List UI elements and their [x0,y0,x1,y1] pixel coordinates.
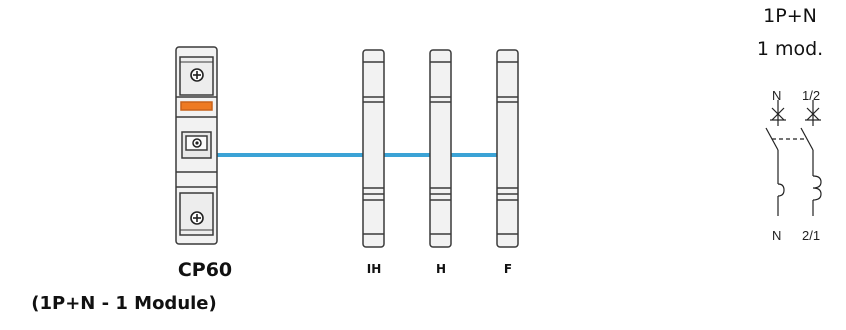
accessory-f [496,49,519,248]
accessory-label-f: F [503,262,513,276]
circuit-schematic [765,100,822,216]
schematic-bottom-left-label: N [772,228,781,243]
schematic-bottom-right-label: 2/1 [802,228,820,243]
schematic-top-left-label: N [772,88,781,103]
accessory-ih [362,49,385,248]
bottom-terminal-screw-icon [190,211,204,225]
top-terminal-screw-icon [190,68,204,82]
spec-poles: 1P+N [763,5,817,27]
handle-pivot-icon [192,138,202,148]
device-subtitle: (1P+N - 1 Module) [31,293,217,314]
schematic-top-right-label: 1/2 [802,88,820,103]
accessory-h [429,49,452,248]
device-name: CP60 [177,259,233,281]
accessory-label-ih: IH [366,262,382,276]
accessory-label-h: H [435,262,447,276]
spec-modules: 1 mod. [756,38,824,60]
